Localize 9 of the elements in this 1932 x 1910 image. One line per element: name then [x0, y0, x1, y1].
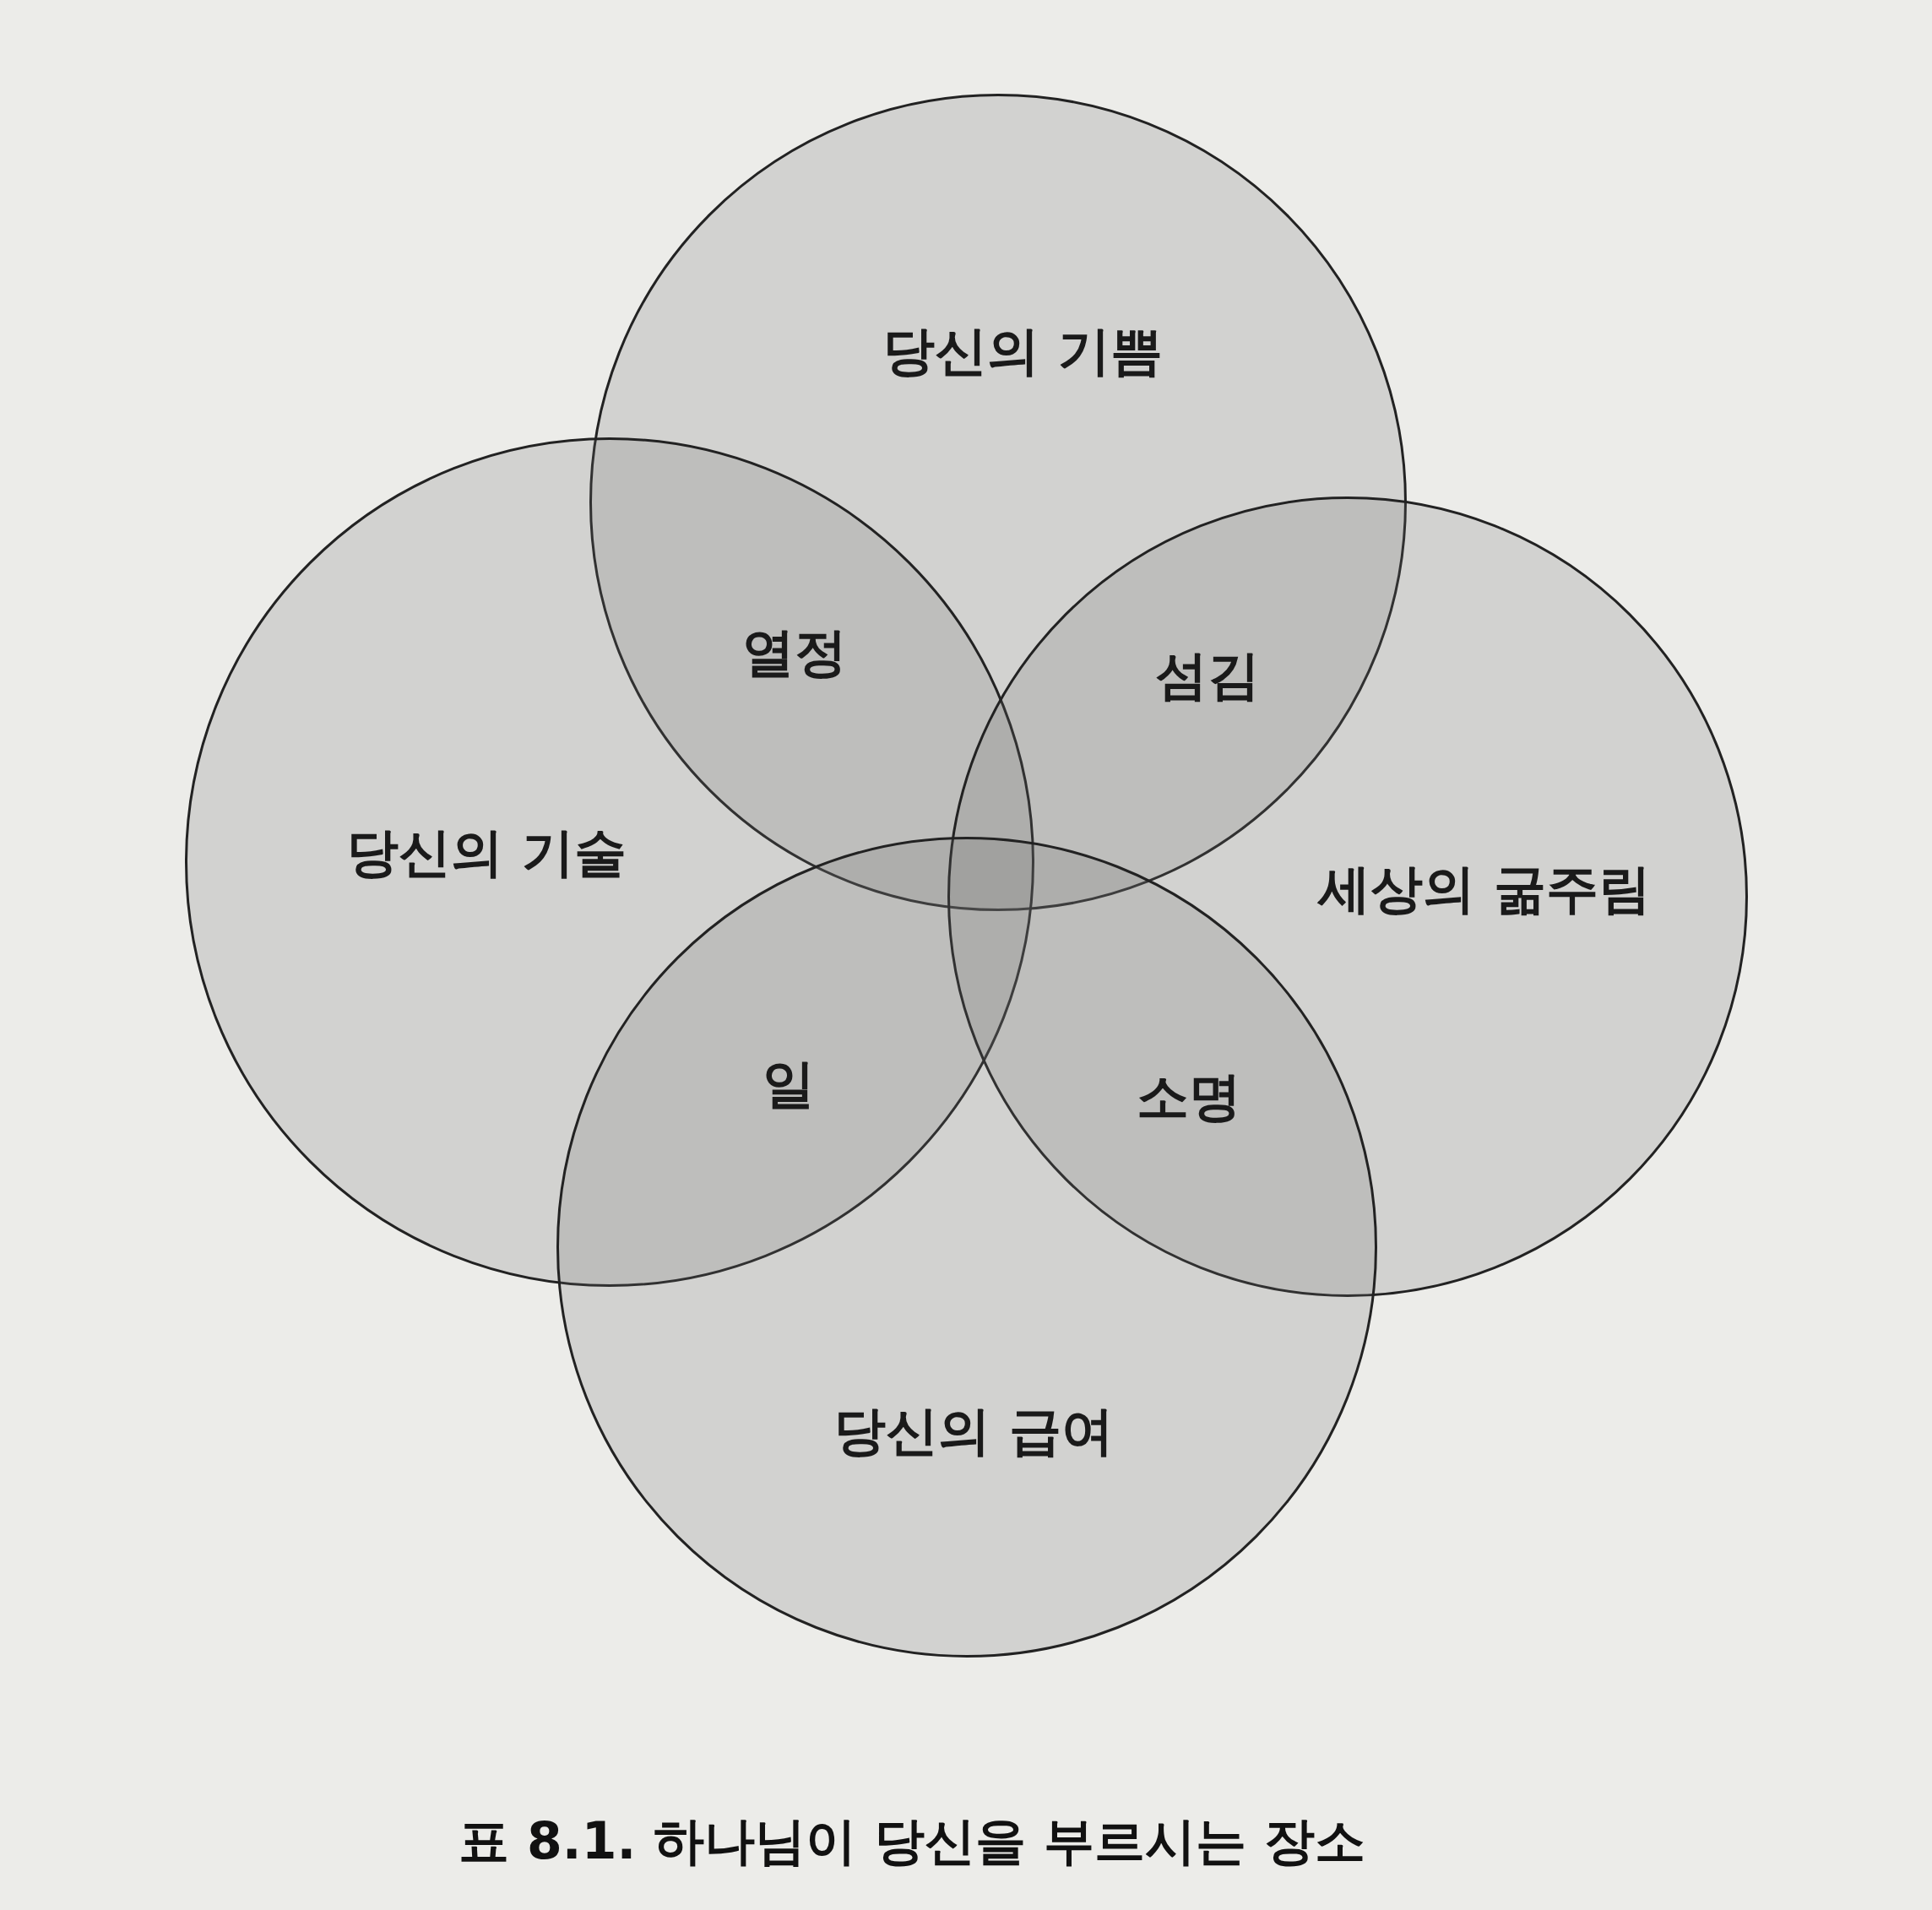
circle-label: 세상의 굶주림 [1318, 860, 1651, 919]
overlap-label: 소명 [1137, 1067, 1241, 1126]
overlap-label: 열정 [742, 623, 847, 682]
circle-label: 당신의 급여 [833, 1402, 1114, 1461]
caption: 표 8.1. 하나님이 당신을 부르시는 장소 [459, 1810, 1365, 1872]
circle-label: 당신의 기술 [346, 823, 627, 882]
overlap-label: 섬김 [1155, 646, 1260, 705]
circle-label: 당신의 기쁨 [882, 322, 1163, 381]
overlap-label: 일 [762, 1055, 815, 1114]
